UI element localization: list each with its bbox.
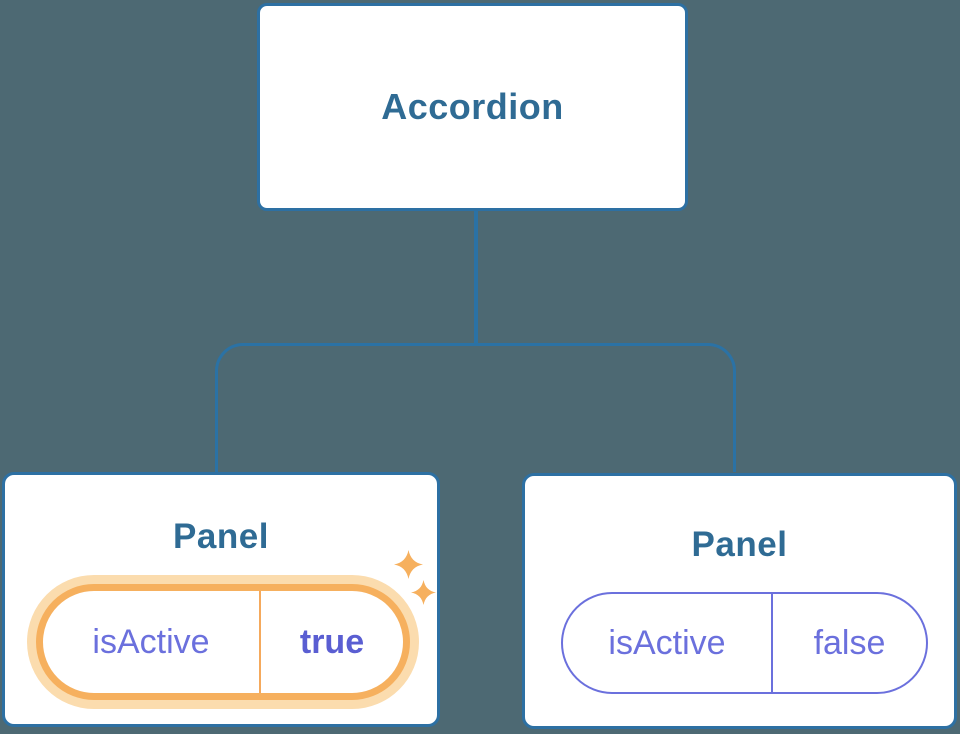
accordion-node: Accordion bbox=[257, 3, 688, 211]
prop-name: isActive bbox=[43, 591, 261, 693]
accordion-label: Accordion bbox=[381, 86, 564, 127]
state-pill-active: isActive true bbox=[36, 584, 410, 700]
prop-name: isActive bbox=[563, 594, 773, 692]
panel-node-inactive: Panel isActive false bbox=[522, 473, 957, 729]
connector-stem bbox=[474, 211, 478, 345]
sparkle-icon-small bbox=[411, 580, 436, 605]
state-pill-inactive: isActive false bbox=[561, 592, 928, 694]
panel-node-active: Panel isActive true bbox=[2, 472, 440, 727]
prop-value: false bbox=[813, 623, 886, 662]
panel-title: Panel bbox=[173, 517, 269, 556]
panel-title: Panel bbox=[691, 525, 788, 564]
sparkle-icon-large bbox=[394, 550, 423, 579]
prop-value: true bbox=[299, 622, 365, 661]
connector-bracket bbox=[215, 343, 736, 472]
